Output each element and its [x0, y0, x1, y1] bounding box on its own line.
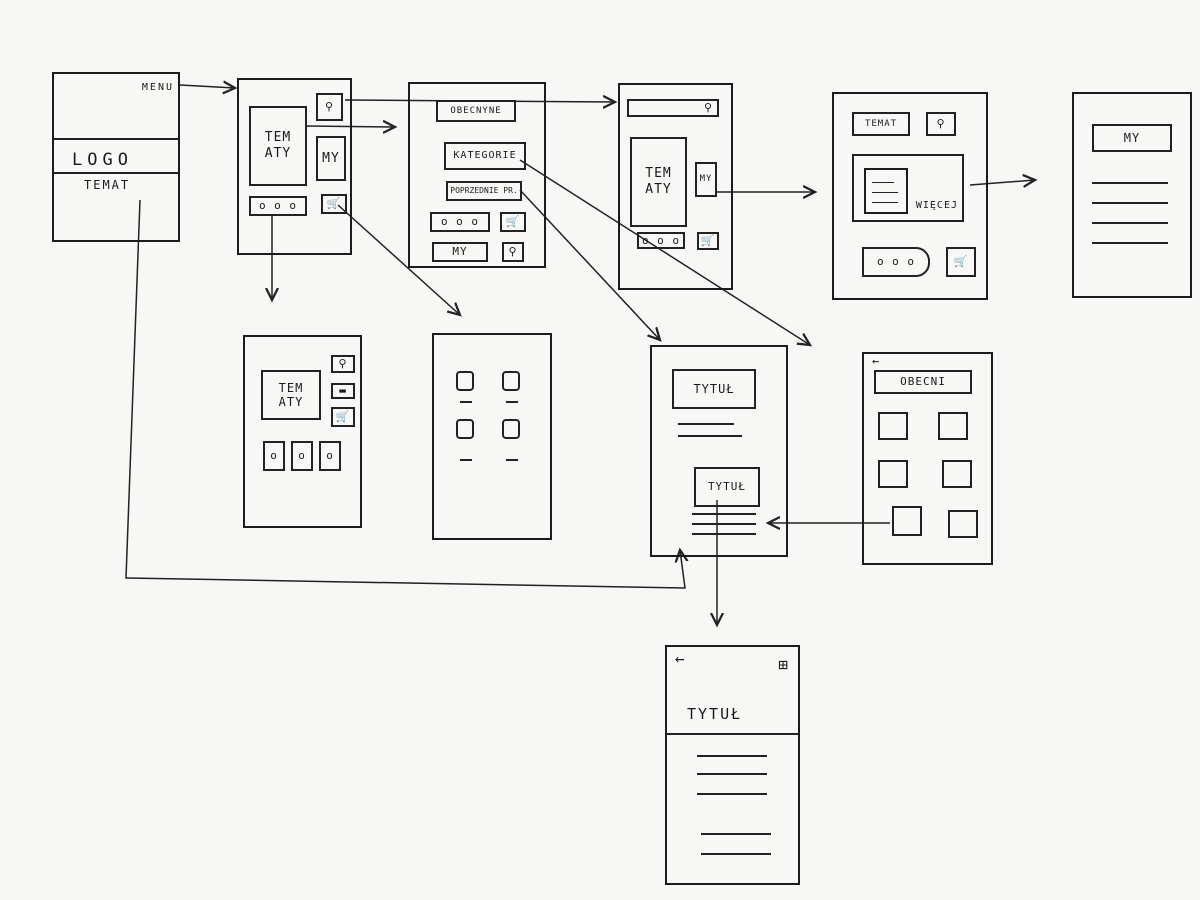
article-title: TYTUŁ [687, 705, 743, 723]
current-header: OBECNI [874, 370, 972, 394]
screen-article: ← ⊞ TYTUŁ [665, 645, 800, 885]
dots-button[interactable]: o o o [862, 247, 930, 277]
cart-icon[interactable]: 🛒 [946, 247, 976, 277]
grid-tile[interactable] [502, 371, 520, 391]
grid-tile[interactable] [878, 460, 908, 488]
previous-button[interactable]: POPRZEDNIE PR. [446, 181, 522, 201]
search-input[interactable]: ⚲ [627, 99, 719, 117]
grid-tile[interactable] [892, 506, 922, 536]
dots-button[interactable]: o o o [249, 196, 307, 216]
menu-icon[interactable]: ▬ [331, 383, 355, 399]
us-tile[interactable]: MY [316, 136, 346, 181]
more-card[interactable]: WIĘCEJ [852, 154, 964, 222]
us-button[interactable]: MY [432, 242, 488, 262]
search-icon[interactable]: ⚲ [502, 242, 524, 262]
us-header: MY [1092, 124, 1172, 152]
search-icon[interactable]: ⚲ [331, 355, 355, 373]
grid-menu-icon[interactable]: ⊞ [778, 655, 790, 674]
grid-tile[interactable] [938, 412, 968, 440]
grid-tile[interactable] [878, 412, 908, 440]
cart-icon[interactable]: 🛒 [697, 232, 719, 250]
topic-button[interactable]: TEMAT [852, 112, 910, 136]
dots-button[interactable]: o o o [430, 212, 490, 232]
search-icon[interactable]: ⚲ [316, 93, 343, 121]
grid-tile[interactable] [942, 460, 972, 488]
dot-tile[interactable]: o [263, 441, 285, 471]
grid-tile[interactable] [456, 419, 474, 439]
us-tile[interactable]: MY [695, 162, 717, 197]
screen-current: ← OBECNI [862, 352, 993, 565]
screen-topics: TEM ATY ⚲ MY o o o 🛒 [237, 78, 352, 255]
grid-tile[interactable] [456, 371, 474, 391]
grid-tile[interactable] [502, 419, 520, 439]
card-thumbnail [864, 168, 908, 214]
screen-us: MY [1072, 92, 1192, 298]
cart-icon[interactable]: 🛒 [331, 407, 355, 427]
article-title-2[interactable]: TYTUŁ [694, 467, 760, 507]
screen-topic: TEMAT ⚲ WIĘCEJ o o o 🛒 [832, 92, 988, 300]
topics-tile[interactable]: TEM ATY [249, 106, 307, 186]
dots-button[interactable]: o o o [637, 232, 685, 249]
more-link[interactable]: WIĘCEJ [915, 200, 958, 211]
topics-tile[interactable]: TEM ATY [261, 370, 321, 420]
search-icon[interactable]: ⚲ [926, 112, 956, 136]
dot-tile[interactable]: o [291, 441, 313, 471]
back-arrow-icon[interactable]: ← [675, 649, 687, 668]
grid-tile[interactable] [948, 510, 978, 538]
screen-menu: OBECNYNE KATEGORIE POPRZEDNIE PR. o o o … [408, 82, 546, 268]
categories-button[interactable]: KATEGORIE [444, 142, 526, 170]
back-arrow-icon[interactable]: ← [872, 354, 882, 368]
topic-link[interactable]: TEMAT [84, 178, 131, 192]
screen-search: ⚲ TEM ATY MY o o o 🛒 [618, 83, 733, 290]
topics-tile[interactable]: TEM ATY [630, 137, 687, 227]
dot-tile[interactable]: o [319, 441, 341, 471]
article-title-1[interactable]: TYTUŁ [672, 369, 756, 409]
screen-grid [432, 333, 552, 540]
logo: LOGO [72, 150, 133, 170]
current-button[interactable]: OBECNYNE [436, 100, 516, 122]
screen-home: MENU LOGO TEMAT [52, 72, 180, 242]
cart-icon[interactable]: 🛒 [321, 194, 347, 214]
screen-variant: TEM ATY ⚲ ▬ 🛒 o o o [243, 335, 362, 528]
screen-list: TYTUŁ TYTUŁ [650, 345, 788, 557]
menu-label[interactable]: MENU [141, 82, 174, 93]
cart-icon[interactable]: 🛒 [500, 212, 526, 232]
